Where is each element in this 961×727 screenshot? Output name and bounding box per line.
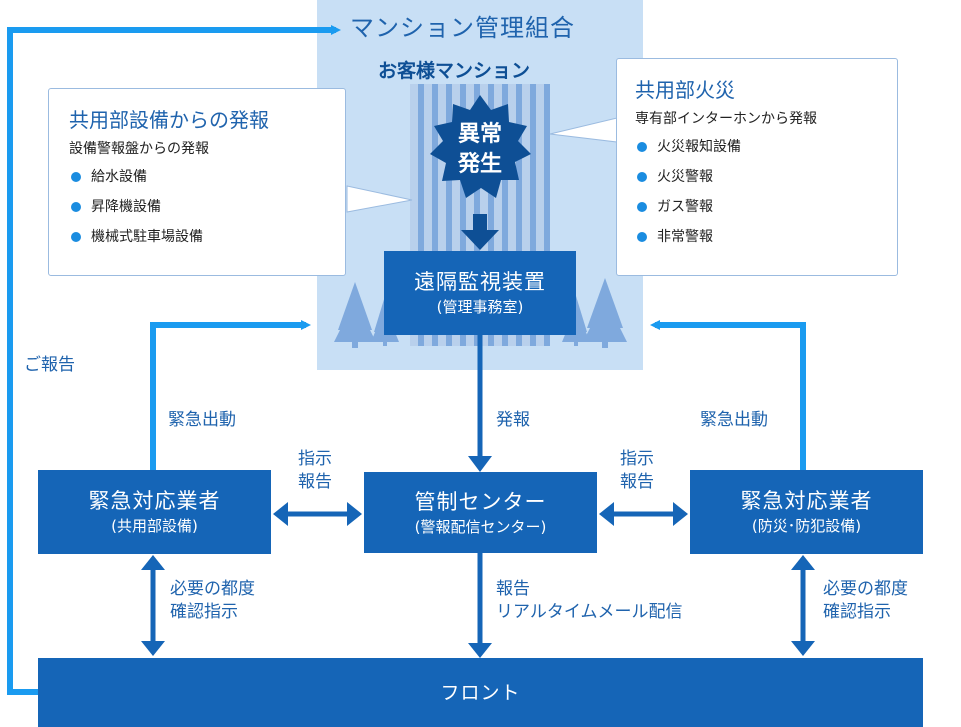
dispatch-right-label: 緊急出動 xyxy=(700,410,768,430)
association-title: マンション管理組合 xyxy=(350,14,575,42)
responder-common-box: 緊急対応業者 (共用部設備) xyxy=(38,470,271,554)
list-item: ガス警報 xyxy=(635,197,879,217)
instruct-left-line1: 指示 xyxy=(298,449,332,469)
incident-label: 異常 発生 xyxy=(441,120,519,180)
responder-common-subtitle: (共用部設備) xyxy=(111,517,198,535)
responder-common-title: 緊急対応業者 xyxy=(88,489,221,513)
responder-security-subtitle: (防災･防犯設備) xyxy=(751,517,862,535)
report-front-line2: リアルタイムメール配信 xyxy=(496,602,683,622)
report-front-line1: 報告 xyxy=(496,579,530,599)
right-panel-pointer xyxy=(549,117,618,143)
dispatch-left-label: 緊急出動 xyxy=(168,410,236,430)
list-item: 火災警報 xyxy=(635,167,879,187)
list-item: 火災報知設備 xyxy=(635,137,879,157)
remote-monitor-subtitle: (管理事務室) xyxy=(436,298,524,316)
confirm-right-line1: 必要の都度 xyxy=(823,579,908,599)
front-desk-title: フロント xyxy=(440,681,521,704)
instruct-left-line2: 報告 xyxy=(298,472,332,492)
building-title: お客様マンション xyxy=(378,60,531,82)
control-center-subtitle: (警報配信センター) xyxy=(414,517,547,536)
instruct-right-line1: 指示 xyxy=(620,449,654,469)
incident-line2: 発生 xyxy=(457,152,502,177)
confirm-left-label: 必要の都度 確認指示 xyxy=(170,578,255,624)
report-to-association-label: ご報告 xyxy=(24,355,75,375)
confirm-right-line2: 確認指示 xyxy=(823,602,891,622)
front-desk-box: フロント xyxy=(38,658,923,727)
remote-monitor-title: 遠隔監視装置 xyxy=(414,270,546,294)
common-equipment-panel: 共用部設備からの発報 設備警報盤からの発報 給水設備 昇降機設備 機械式駐車場設… xyxy=(48,88,346,276)
common-fire-subtitle: 専有部インターホンから発報 xyxy=(635,111,817,127)
confirm-right-label: 必要の都度 確認指示 xyxy=(823,578,908,624)
report-front-label: 報告 リアルタイムメール配信 xyxy=(496,578,683,624)
instruct-report-left-label: 指示 報告 xyxy=(298,448,332,494)
responder-security-box: 緊急対応業者 (防災･防犯設備) xyxy=(690,470,923,554)
instruct-report-right-label: 指示 報告 xyxy=(620,448,654,494)
common-fire-title: 共用部火災 xyxy=(635,78,735,102)
list-item: 給水設備 xyxy=(69,167,325,187)
remote-monitor-box: 遠隔監視装置 (管理事務室) xyxy=(384,251,576,335)
incident-starburst-icon xyxy=(430,95,531,198)
common-equipment-subtitle: 設備警報盤からの発報 xyxy=(69,141,209,157)
left-panel-pointer xyxy=(346,185,413,213)
confirm-left-line1: 必要の都度 xyxy=(170,579,255,599)
control-center-box: 管制センター (警報配信センター) xyxy=(364,472,597,553)
confirm-left-line2: 確認指示 xyxy=(170,602,238,622)
list-item: 非常警報 xyxy=(635,227,879,247)
responder-security-title: 緊急対応業者 xyxy=(740,489,873,513)
common-fire-list: 火災報知設備 火災警報 ガス警報 非常警報 xyxy=(635,137,879,247)
alarm-label: 発報 xyxy=(496,410,530,430)
incident-line1: 異常 xyxy=(457,122,502,147)
list-item: 昇降機設備 xyxy=(69,197,325,217)
common-equipment-title: 共用部設備からの発報 xyxy=(69,108,269,132)
list-item: 機械式駐車場設備 xyxy=(69,227,325,247)
common-equipment-list: 給水設備 昇降機設備 機械式駐車場設備 xyxy=(69,167,325,247)
control-center-title: 管制センター xyxy=(414,489,547,514)
common-fire-panel: 共用部火災 専有部インターホンから発報 火災報知設備 火災警報 ガス警報 非常警… xyxy=(616,58,898,276)
instruct-right-line2: 報告 xyxy=(620,472,654,492)
